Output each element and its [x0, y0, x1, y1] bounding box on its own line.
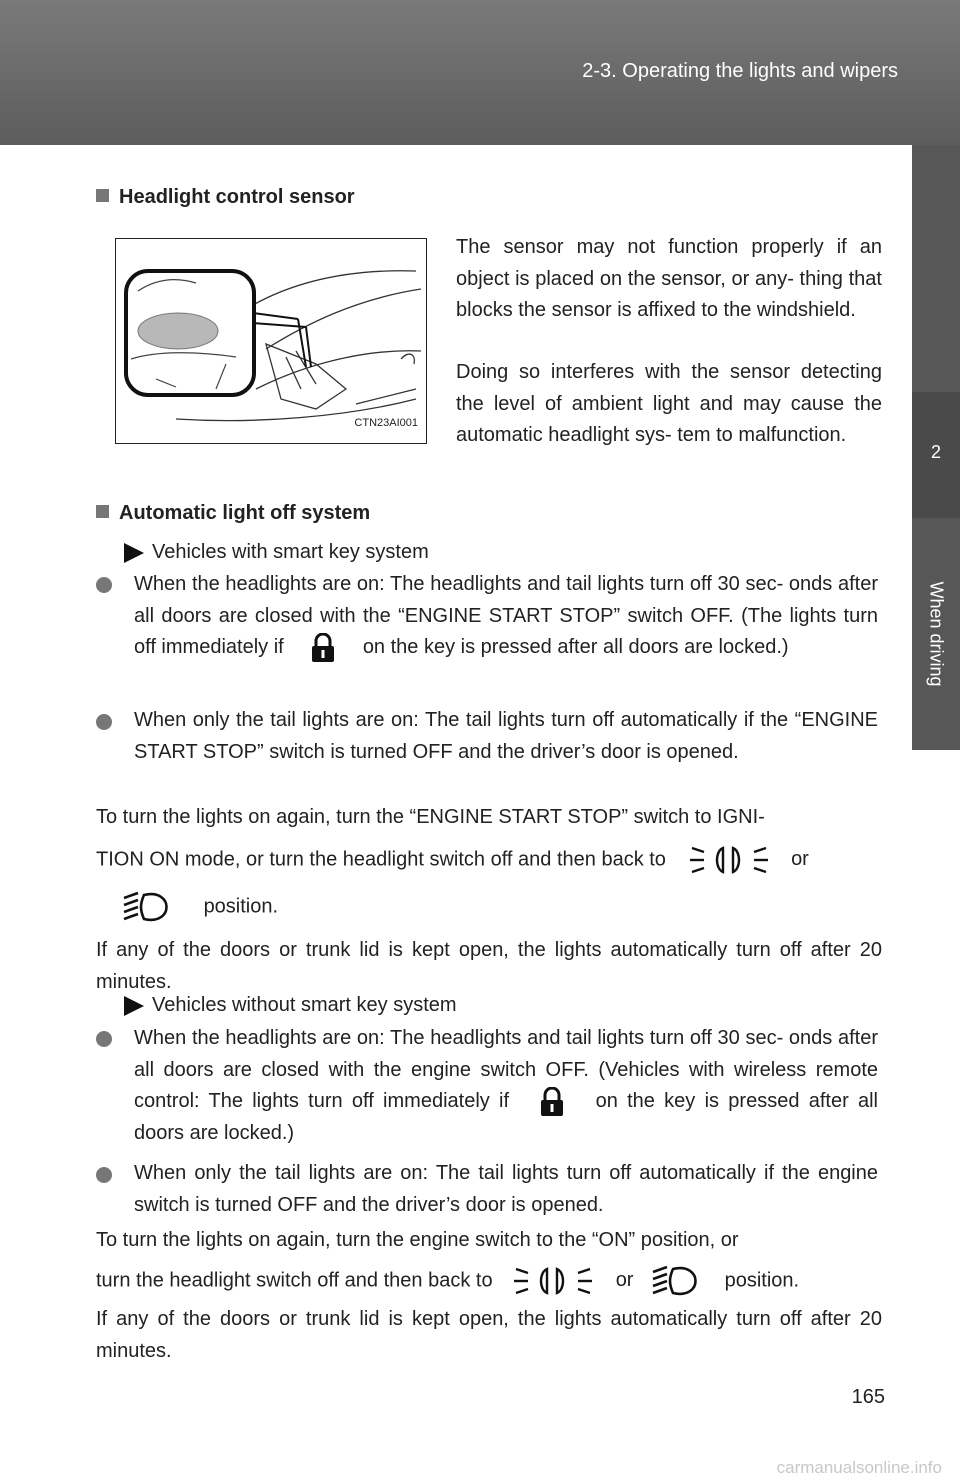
- lock-icon: [541, 1086, 564, 1116]
- chapter-label: When driving: [926, 581, 947, 687]
- bullet-icon: [96, 577, 112, 593]
- watermark: carmanualsonline.info: [776, 1458, 942, 1477]
- page-header: 2-3. Operating the lights and wipers: [0, 0, 960, 145]
- smart-bullet-2: When only the tail lights are on: The ta…: [134, 709, 878, 763]
- side-tab-top: [912, 145, 960, 392]
- sensor-paragraph-2: Doing so interferes with the sensor dete…: [456, 361, 882, 446]
- auto-off-heading: Automatic light off system: [96, 502, 370, 525]
- smart-key-label: Vehicles with smart key system: [152, 541, 429, 563]
- sensor-heading: Headlight control sensor: [96, 186, 355, 209]
- headlight-icon: [652, 1265, 697, 1296]
- sensor-figure: CTN23AI001: [115, 238, 427, 444]
- sensor-paragraph-1: The sensor may not function properly if …: [456, 236, 882, 321]
- tail-light-icon: [689, 846, 768, 874]
- nosmart-bullet-1: When the headlights are on: The headligh…: [134, 1027, 879, 1144]
- nosmart-again-line-1: To turn the lights on again, turn the en…: [96, 1229, 739, 1251]
- heading-square-icon: [96, 505, 109, 518]
- arrow-icon: [124, 543, 144, 563]
- tail-light-icon: [514, 1267, 593, 1295]
- smart-again-line-1: To turn the lights on again, turn the “E…: [96, 806, 765, 828]
- sensor-illustration: [124, 269, 422, 422]
- smart-kept-open: If any of the doors or trunk lid is kept…: [96, 939, 882, 993]
- nosmart-kept-open: If any of the doors or trunk lid is kept…: [96, 1308, 882, 1362]
- page-number: 165: [851, 1386, 885, 1408]
- bullet-icon: [96, 1031, 112, 1047]
- nosmart-bullet-2: When only the tail lights are on: The ta…: [134, 1162, 878, 1216]
- nosmart-key-label: Vehicles without smart key system: [152, 994, 457, 1016]
- section-title: 2-3. Operating the lights and wipers: [582, 60, 898, 82]
- smart-bullet-1: When the headlights are on: The headligh…: [134, 569, 878, 664]
- arrow-icon: [124, 996, 144, 1016]
- bullet-icon: [96, 714, 112, 730]
- figure-code: CTN23AI001: [354, 417, 418, 429]
- smart-position-line: position.: [118, 890, 278, 924]
- smart-again-line-2: TION ON mode, or turn the headlight swit…: [96, 843, 882, 877]
- heading-square-icon: [96, 189, 109, 202]
- lock-icon: [312, 632, 335, 662]
- headlight-icon: [123, 891, 168, 922]
- bullet-icon: [96, 1167, 112, 1183]
- chapter-label-tab: When driving: [912, 518, 960, 750]
- chapter-number-tab: 2: [912, 392, 960, 518]
- nosmart-again-line-2: turn the headlight switch off and then b…: [96, 1264, 882, 1298]
